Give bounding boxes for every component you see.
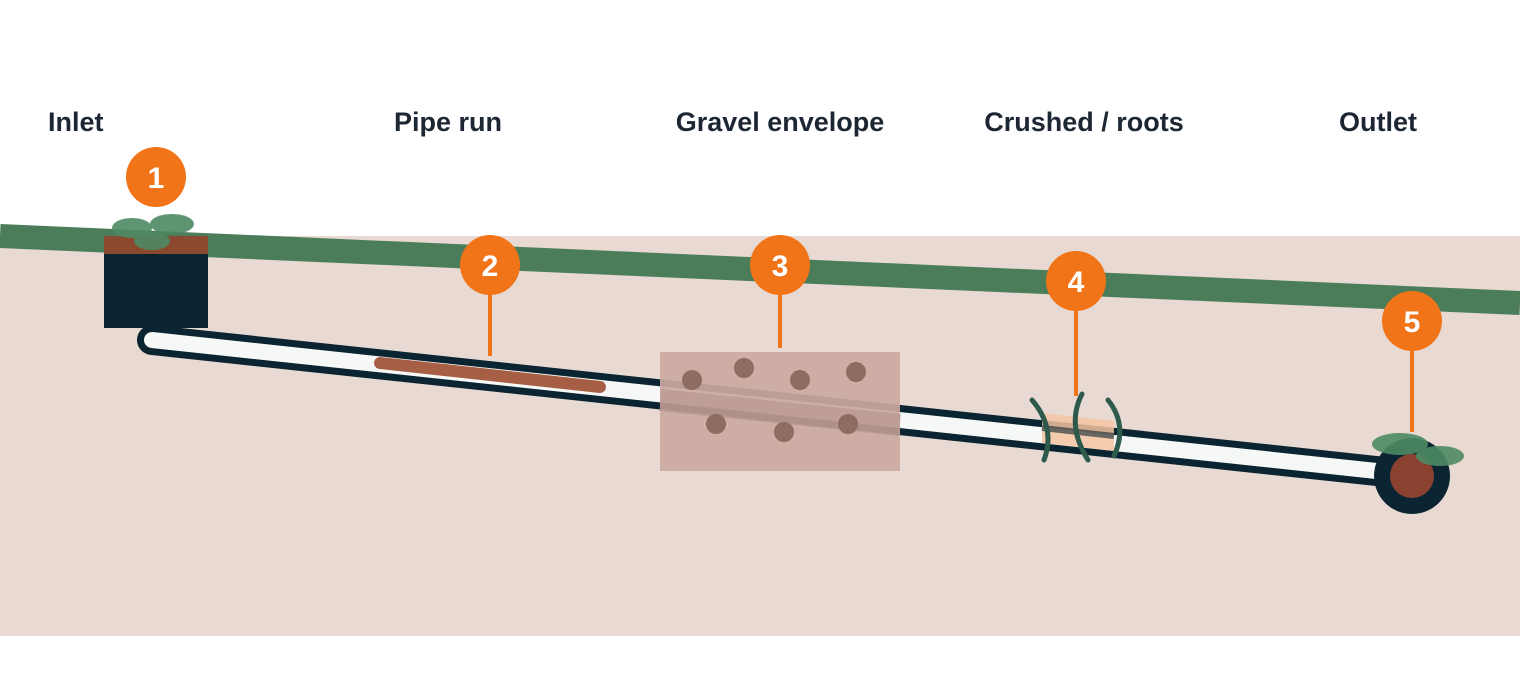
crushed-pipe-section	[1029, 391, 1123, 463]
marker-circle	[460, 235, 520, 295]
leaf	[1416, 446, 1464, 466]
marker-4: 4	[1046, 251, 1106, 311]
leaf	[1372, 433, 1428, 455]
marker-3: 3	[750, 235, 810, 295]
gravel-stone	[790, 370, 810, 390]
root-strand	[1105, 397, 1123, 459]
marker-number: 4	[1068, 266, 1085, 299]
marker-number: 1	[148, 162, 165, 195]
outlet-core	[1390, 454, 1434, 498]
plant-leaves-icon	[112, 214, 194, 250]
gravel-stones	[682, 358, 866, 442]
marker-1: 1	[126, 147, 186, 207]
marker-circle	[1382, 291, 1442, 351]
marker-circle	[1046, 251, 1106, 311]
section-label-outlet: Outlet	[1339, 107, 1417, 137]
gravel-stone	[734, 358, 754, 378]
gravel-stone	[774, 422, 794, 442]
outlet-pipe-icon	[1372, 433, 1464, 514]
drainage-inlet-icon	[104, 214, 208, 328]
marker-2: 2	[460, 235, 520, 295]
gravel-envelope	[658, 352, 902, 471]
marker-leader-lines	[488, 294, 1414, 432]
pipe-through-gravel	[658, 389, 902, 436]
gravel-stone	[706, 414, 726, 434]
root-icon	[1029, 391, 1123, 463]
marker-circle	[750, 235, 810, 295]
section-label-crushed-roots: Crushed / roots	[984, 107, 1184, 137]
section-label-inlet: Inlet	[48, 107, 104, 137]
root-strand	[1072, 391, 1091, 463]
leaf	[150, 214, 194, 234]
marker-5: 5	[1382, 291, 1442, 351]
leaf	[134, 232, 170, 250]
marker-number: 3	[772, 250, 789, 283]
marker-number: 5	[1404, 306, 1421, 339]
marker-number: 2	[482, 250, 499, 283]
section-label-pipe-run: Pipe run	[394, 107, 502, 137]
marker-circle	[126, 147, 186, 207]
root-strand	[1029, 397, 1051, 463]
sediment-deposit	[374, 357, 606, 393]
section-label-gravel-envelope: Gravel envelope	[676, 107, 885, 137]
leaf	[112, 218, 152, 238]
gravel-stone	[838, 414, 858, 434]
gravel-stone	[682, 370, 702, 390]
gravel-stone	[846, 362, 866, 382]
plant-leaves-icon	[1372, 433, 1464, 466]
